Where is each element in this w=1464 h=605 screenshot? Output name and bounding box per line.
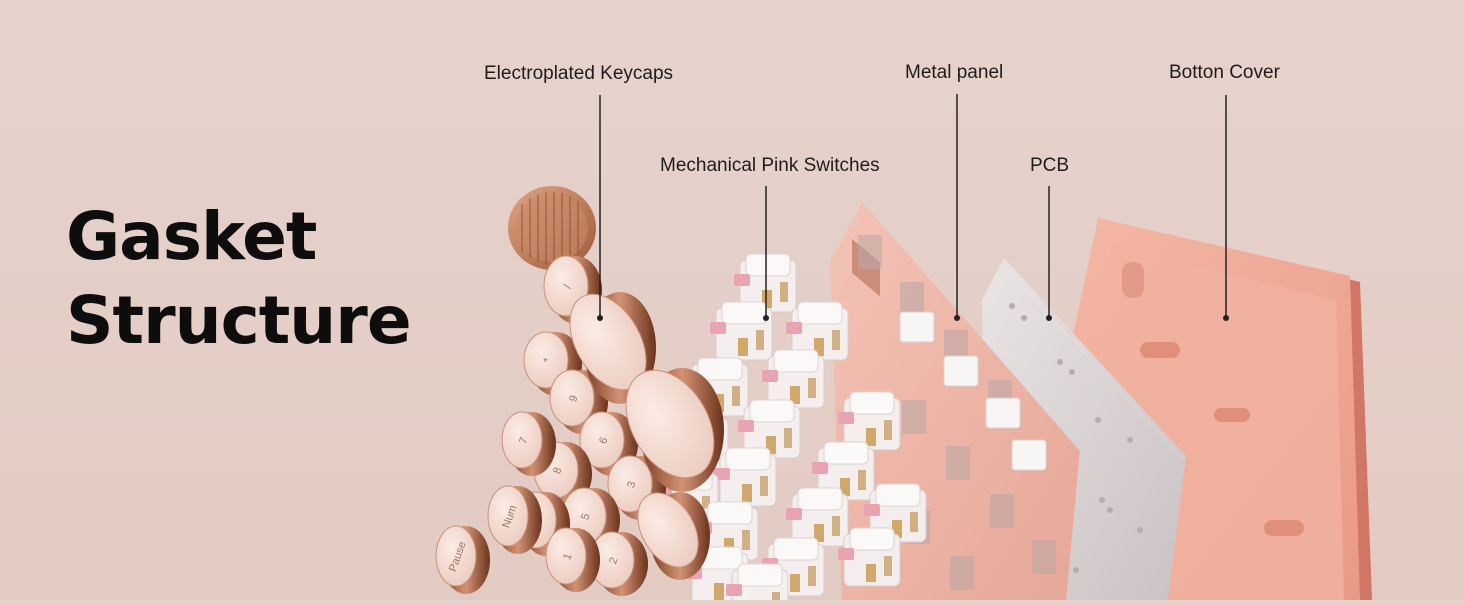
keycap-legend: 7	[517, 436, 530, 446]
keycap: Pause	[435, 525, 490, 594]
headline-line-2: Structure	[66, 282, 412, 359]
keycap-large	[625, 368, 724, 492]
callout-switches: Mechanical Pink Switches	[660, 155, 880, 176]
headline: Gasket Structure	[66, 195, 412, 363]
callout-leaders	[599, 94, 1227, 318]
callout-dots	[597, 315, 1229, 321]
keycap-legend: 2	[607, 556, 620, 566]
headline-line-1: Gasket	[66, 198, 317, 275]
keycap: 1	[545, 527, 600, 592]
keycap-legend: 6	[597, 436, 610, 446]
switch	[786, 301, 849, 361]
switch	[762, 349, 825, 409]
switch	[838, 391, 901, 451]
callout-pcb: PCB	[1030, 155, 1070, 176]
keycap-legend: 9	[567, 394, 580, 404]
keycap-legend: 1	[561, 552, 574, 562]
keycap: Num	[487, 485, 542, 554]
keycap-legend: *	[542, 356, 555, 365]
volume-knob	[508, 186, 596, 270]
switch	[786, 487, 849, 547]
switch	[734, 253, 797, 313]
switch	[812, 441, 875, 501]
callout-metal-panel: Metal panel	[905, 62, 1004, 83]
keycap-legend: /	[562, 282, 575, 290]
keycap-legend: 5	[579, 512, 592, 522]
keycap-large	[637, 492, 710, 580]
switch	[838, 527, 901, 587]
switch	[710, 301, 773, 361]
keycap: 7	[501, 411, 556, 476]
callout-keycaps: Electroplated Keycaps	[484, 63, 674, 84]
electroplated-keycaps: /*963852741NumPause	[435, 186, 724, 596]
switch	[738, 399, 801, 459]
mechanical-switches	[656, 253, 927, 605]
keycap-legend: 8	[551, 466, 564, 476]
callout-bottom-cover: Botton Cover	[1169, 62, 1280, 83]
keycap: *	[523, 331, 582, 396]
keycap-legend: 3	[625, 480, 638, 490]
switch	[714, 447, 777, 507]
